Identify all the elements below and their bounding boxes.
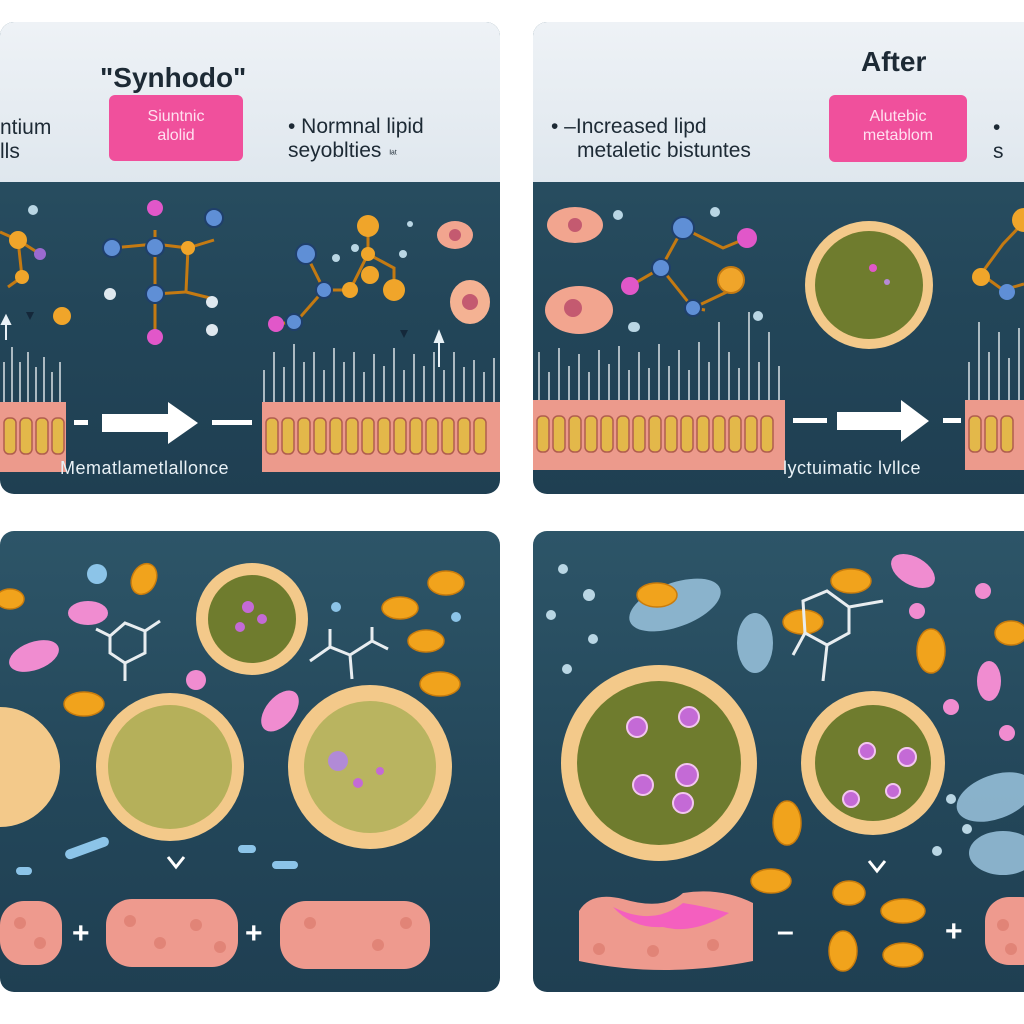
tissue-block — [0, 901, 62, 965]
operator-minus: – — [777, 915, 794, 948]
arrow-down-icon — [867, 860, 887, 874]
tag-line-2: metablom — [862, 127, 934, 144]
right-fragment-text: • s — [993, 116, 1004, 164]
left-fragment-text: ntium lls — [0, 116, 51, 164]
tag-line-1: Alutebic — [869, 108, 927, 125]
right-fragment-line-2: s — [993, 140, 1004, 163]
arrow-down-icon — [166, 856, 186, 870]
arrow-right-icon — [102, 402, 198, 444]
right-fragment-line-1: • — [993, 116, 1001, 139]
bullet-line-2: seyoblties — [288, 139, 382, 162]
tissue-block — [985, 897, 1024, 965]
bullet-text: • Normnal lipid seyoblties ᴵᵃᵗ — [288, 115, 424, 167]
tissue-block — [106, 899, 238, 967]
pathway-illustration — [0, 200, 500, 472]
cell-illustration — [546, 553, 1024, 972]
operator-plus: + — [245, 917, 263, 950]
bullet-line-2-wrap: seyoblties ᴵᵃᵗ — [288, 139, 424, 167]
tag-label: Siuntnic alolid — [109, 95, 243, 161]
operator-plus: + — [72, 917, 90, 950]
panel-header — [0, 22, 500, 182]
cell-illustration — [0, 562, 465, 969]
panel-caption: lyctuimatic lvllce — [783, 458, 922, 478]
tag-line-2: alolid — [157, 127, 195, 144]
panel-title: After — [861, 46, 927, 77]
bullet-line-1: • –Increased lipd — [551, 115, 707, 138]
molecule-icon — [95, 619, 389, 681]
left-fragment-line-1: ntium — [0, 116, 52, 139]
tag-label: Alutebic metablom — [829, 95, 967, 162]
arrow-right-icon — [837, 400, 929, 442]
tissue-block — [280, 901, 430, 969]
panel-bottom-right: – + — [533, 531, 1024, 992]
panel-title: "Synhodo" — [100, 62, 247, 93]
pathway-illustration — [533, 207, 1024, 470]
bullet-small-text: ᴵᵃᵗ — [389, 149, 397, 160]
tissue-block — [579, 891, 753, 970]
left-fragment-line-2: lls — [0, 140, 20, 163]
bullet-line-1: • Normnal lipid — [288, 115, 424, 138]
tag-line-1: Siuntnic — [147, 108, 205, 125]
bullet-text: • –Increased lipd metaletic bistuntes — [551, 115, 751, 163]
panel-caption: Mematlametlallonce — [60, 458, 230, 478]
panel-bottom-left: + + — [0, 531, 500, 992]
bullet-line-2: metaletic bistuntes — [577, 139, 751, 162]
panel-after: After • –Increased lipd metaletic bistun… — [533, 22, 1024, 494]
molecule-center — [111, 230, 215, 340]
operator-plus: + — [945, 915, 963, 948]
molecule-icon — [791, 589, 884, 682]
panel-before: "Synhodo" ntium lls Siuntnic alolid • No… — [0, 22, 500, 494]
